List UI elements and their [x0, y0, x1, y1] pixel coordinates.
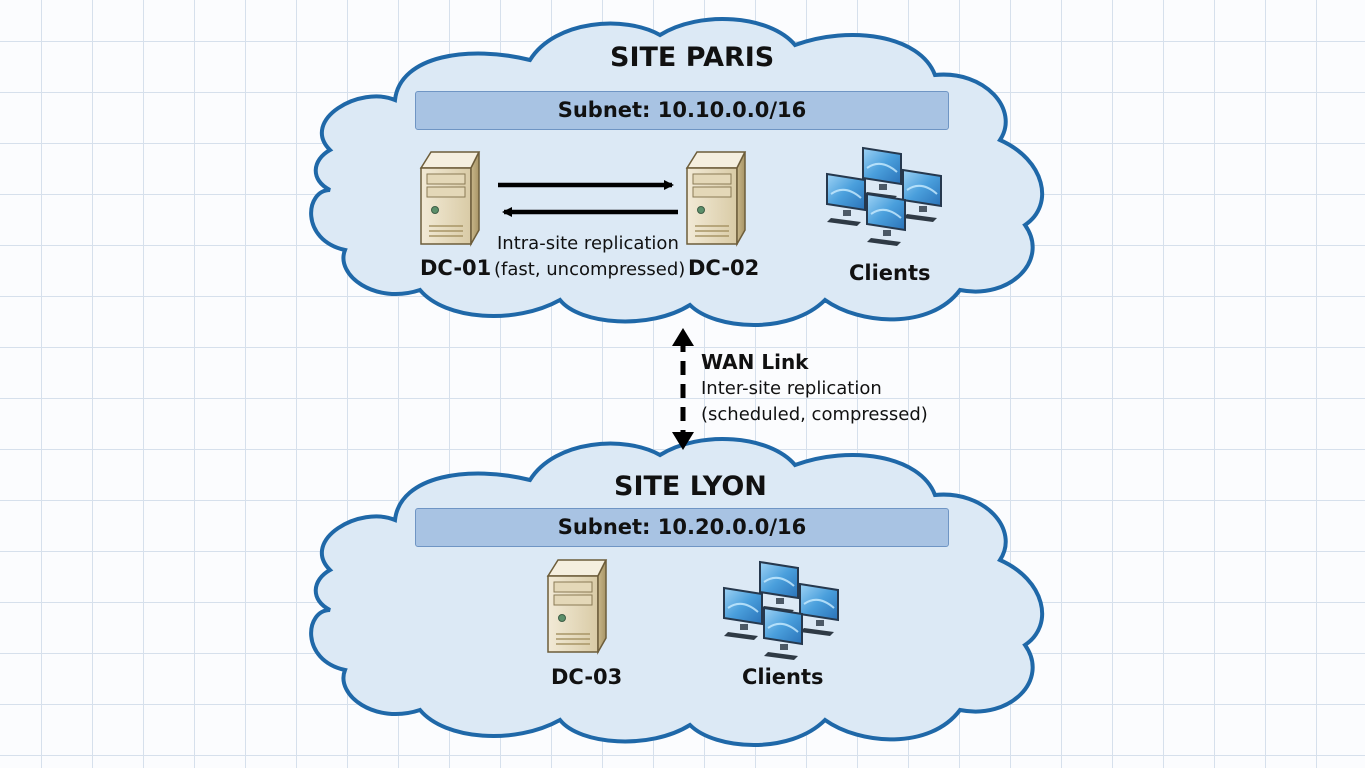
- device-label-dc02: DC-02: [688, 256, 760, 280]
- subnet-bar-paris: Subnet: 10.10.0.0/16: [415, 91, 949, 130]
- intra-site-replication-arrows: [498, 180, 678, 217]
- device-label-dc03: DC-03: [551, 665, 623, 689]
- wan-link-arrow: [672, 328, 694, 450]
- inter-site-replication-detail: (scheduled, compressed): [701, 404, 928, 425]
- site-lyon-title: SITE LYON: [614, 471, 767, 502]
- server-icon-dc03: [547, 559, 607, 653]
- device-label-clients-paris: Clients: [849, 261, 931, 285]
- site-paris-title: SITE PARIS: [610, 42, 775, 73]
- server-icon-dc01: [420, 151, 480, 245]
- wan-link-label: WAN Link: [701, 350, 809, 374]
- inter-site-replication-label: Inter-site replication: [701, 378, 882, 399]
- device-label-clients-lyon: Clients: [742, 665, 824, 689]
- device-label-dc01: DC-01: [420, 256, 492, 280]
- server-icon-dc02: [686, 151, 746, 245]
- intra-site-replication-detail: (fast, uncompressed): [494, 259, 686, 280]
- subnet-bar-lyon: Subnet: 10.20.0.0/16: [415, 508, 949, 547]
- intra-site-replication-label: Intra-site replication: [497, 233, 679, 254]
